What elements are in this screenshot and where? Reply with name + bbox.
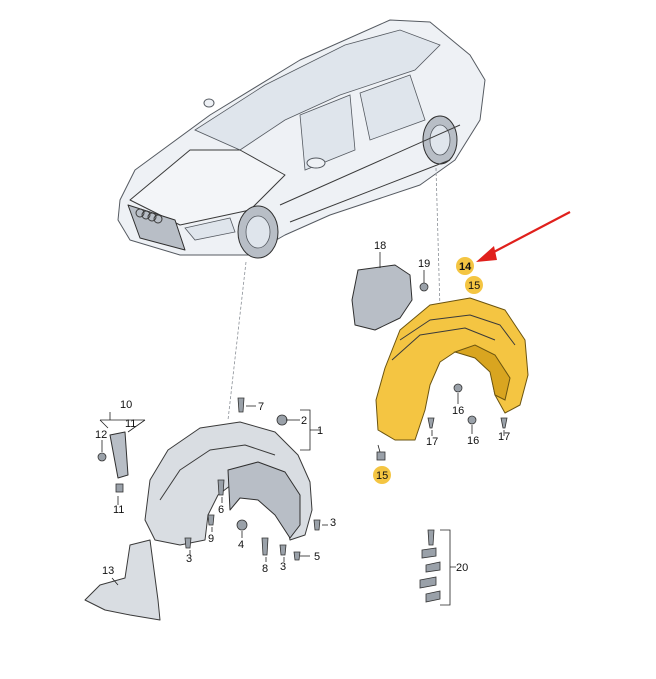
part-2-nut [276, 414, 288, 426]
part-17-screw-b [500, 417, 508, 429]
part-3-screw-c [279, 544, 287, 556]
part-9-screw [207, 514, 215, 526]
part-4-nut [236, 519, 248, 531]
callout-16-a: 16 [452, 405, 464, 417]
callout-15-badge-top [465, 276, 483, 294]
red-arrow [476, 211, 571, 262]
part-11-bracket [109, 431, 129, 479]
callout-17-b: 17 [498, 431, 510, 443]
brand-logo [135, 208, 163, 224]
callout-5: 5 [314, 551, 320, 563]
front-wheel-housing-liner [144, 421, 313, 546]
part-6-screw [217, 479, 225, 496]
part-3-screw-b [184, 537, 192, 549]
callout-18: 18 [374, 240, 386, 252]
callout-17-a: 17 [426, 436, 438, 448]
car-illustration [117, 19, 486, 259]
part-11-clip [115, 483, 124, 493]
front-wheel-leader [227, 261, 247, 421]
callout-19: 19 [418, 258, 430, 270]
callout-13: 13 [102, 565, 114, 577]
callout-16-b: 16 [467, 435, 479, 447]
part-20-fastener-set [419, 529, 441, 603]
callout-14-badge [456, 257, 474, 275]
callout-4: 4 [238, 539, 244, 551]
callout-1: 1 [317, 425, 323, 437]
rear-wheel-leader [435, 167, 441, 311]
callout-20: 20 [456, 562, 468, 574]
callout-2: 2 [301, 415, 307, 427]
callout-12: 12 [95, 429, 107, 441]
callout-9: 9 [208, 533, 214, 545]
callout-15-b: 15 [376, 470, 388, 482]
callout-3-c: 3 [280, 561, 286, 573]
part-7-bolt [237, 397, 245, 413]
callout-15-a: 15 [468, 280, 480, 292]
part-15-clip [376, 451, 386, 461]
callout-11-a: 11 [125, 418, 136, 430]
callout-14: 14 [459, 261, 472, 273]
part-17-screw-a [427, 417, 435, 429]
callout-7: 7 [258, 401, 264, 413]
part-3-screw-a [313, 519, 321, 531]
part-16-nut-b [467, 415, 477, 425]
callout-15-badge-bottom [373, 466, 391, 484]
part-8-screw [261, 537, 269, 556]
callout-3-b: 3 [330, 517, 336, 529]
rear-wheel-housing-liner [375, 297, 529, 441]
callout-6: 6 [218, 504, 224, 516]
callout-11-b: 11 [113, 504, 124, 516]
callout-8: 8 [262, 563, 268, 575]
callout-10: 10 [120, 399, 132, 411]
part-5-screw [293, 551, 301, 561]
callout-3-a: 3 [186, 553, 192, 565]
part-16-nut-a [453, 383, 463, 393]
part-18-bracket [351, 264, 413, 331]
part-19-nut [419, 282, 429, 292]
part-13-lower-liner [84, 539, 161, 621]
part-12-nut [97, 452, 107, 462]
